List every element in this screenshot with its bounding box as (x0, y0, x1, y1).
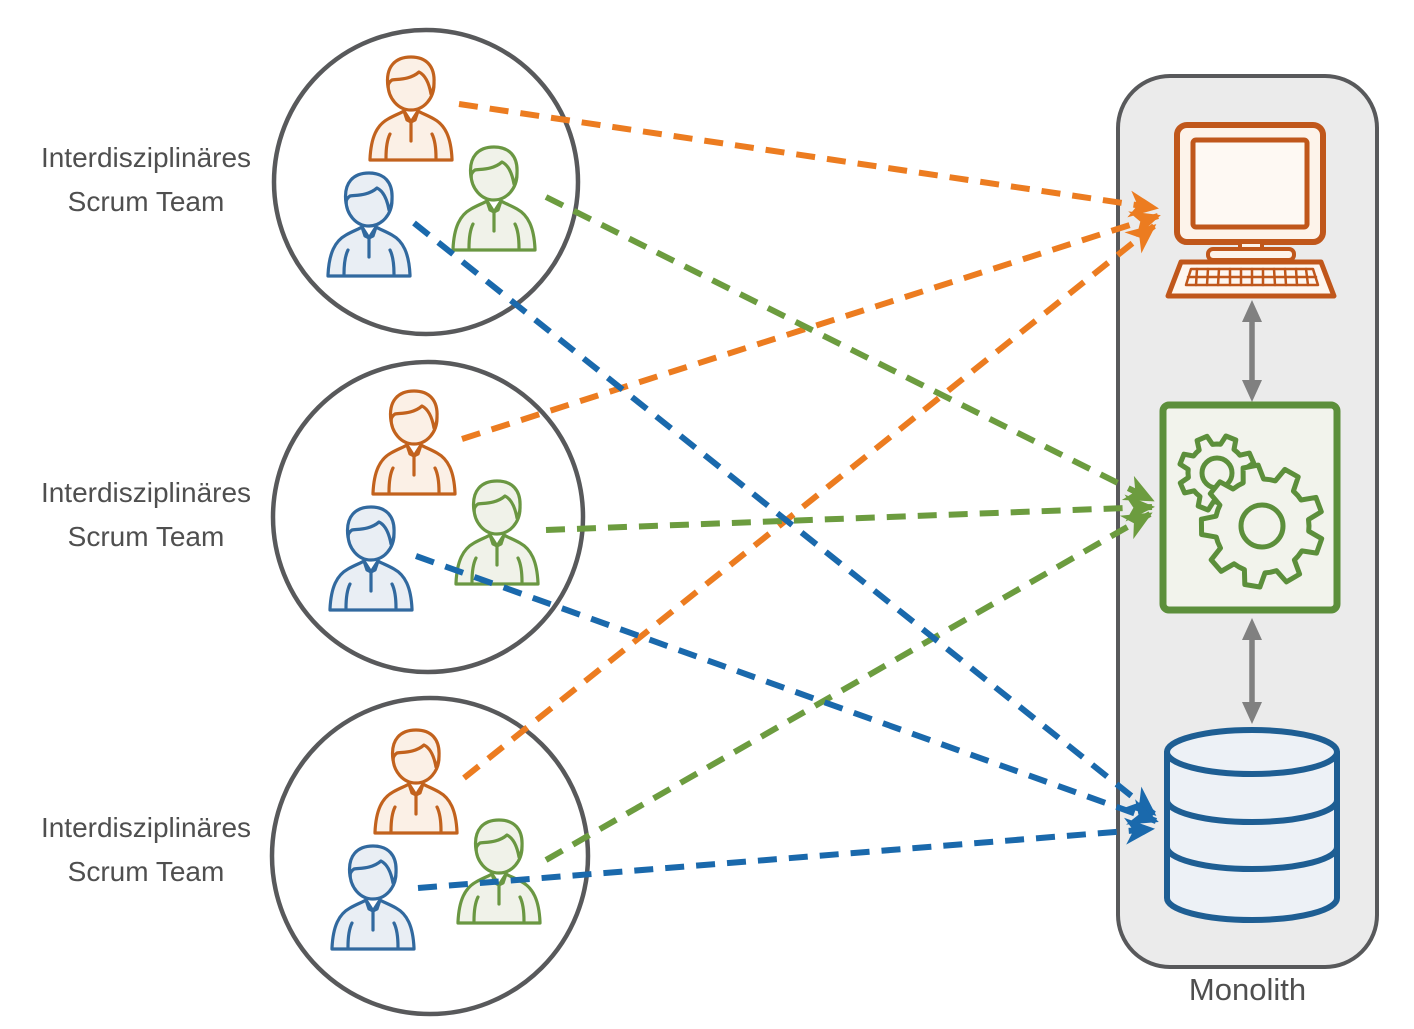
monolith-label: Monolith (1188, 972, 1307, 1007)
connection-team1-orange-to-computer (458, 101, 1159, 218)
gears-icon (1159, 401, 1341, 614)
connection-team2-green-to-gears (545, 494, 1155, 533)
connection-team3-green-to-gears (544, 511, 1153, 863)
connection-team2-blue-to-database (414, 553, 1159, 825)
double-arrow-gears-database (1242, 618, 1262, 724)
database-icon (1164, 727, 1340, 923)
team-1-label: Interdisziplinäres Scrum Team (40, 142, 252, 217)
connections (412, 101, 1161, 891)
double-arrow-computer-gears (1242, 300, 1262, 402)
team-2 (270, 359, 586, 675)
desktop-computer-icon (1165, 122, 1337, 299)
team-3-label: Interdisziplinäres Scrum Team (40, 812, 252, 887)
team-1 (271, 27, 581, 337)
large-gear (1198, 462, 1325, 590)
monolith-container (1116, 74, 1379, 969)
team-3 (269, 695, 591, 1017)
connection-team3-orange-to-computer (462, 223, 1157, 781)
team-2-label: Interdisziplinäres Scrum Team (40, 477, 252, 552)
connection-team1-blue-to-database (412, 220, 1157, 817)
connection-team1-green-to-gears (544, 194, 1155, 503)
